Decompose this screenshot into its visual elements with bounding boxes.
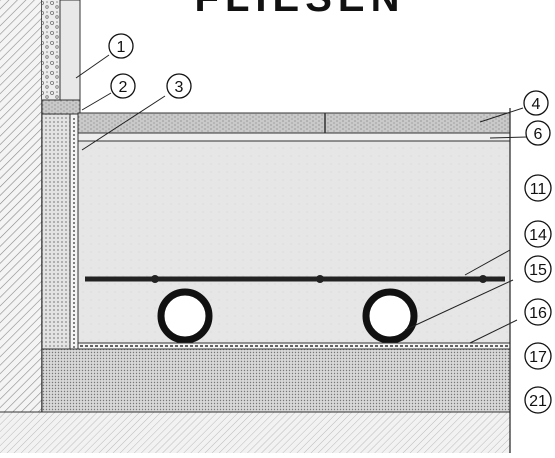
callout-15: 15 (524, 255, 552, 283)
floor-tiles (77, 112, 511, 134)
callout-6: 6 (525, 120, 551, 146)
callout-3: 3 (166, 73, 192, 99)
callout-1: 1 (108, 33, 134, 59)
leader-lines (75, 54, 528, 344)
svg-text:21: 21 (529, 393, 547, 410)
svg-text:4: 4 (532, 96, 541, 113)
callout-16: 16 (524, 298, 552, 326)
svg-text:2: 2 (119, 79, 128, 96)
tile-adhesive (77, 132, 511, 142)
diagram-title: FLIESEN (190, 0, 410, 18)
callout-11: 11 (524, 174, 552, 202)
callout-21: 21 (524, 386, 552, 414)
wall-tile (59, 0, 81, 101)
concrete-slab (0, 412, 510, 453)
heating-screed (77, 140, 511, 349)
svg-text:14: 14 (529, 227, 547, 244)
svg-text:3: 3 (175, 79, 184, 96)
svg-text:16: 16 (529, 305, 547, 322)
heating-pipe-right (362, 288, 418, 344)
svg-text:6: 6 (534, 126, 543, 143)
heating-pipe-left (157, 288, 213, 344)
svg-text:1: 1 (117, 39, 126, 56)
wall-hatched (0, 0, 42, 453)
callout-17: 17 (524, 342, 552, 370)
skirting-joint (41, 99, 81, 115)
svg-text:11: 11 (530, 181, 547, 198)
svg-text:15: 15 (529, 262, 547, 279)
callout-4: 4 (523, 90, 549, 116)
svg-text:17: 17 (529, 349, 547, 366)
wall-plaster (42, 0, 60, 100)
callout-14: 14 (524, 220, 552, 248)
insulation-layer (41, 348, 511, 413)
callout-2: 2 (110, 73, 136, 99)
